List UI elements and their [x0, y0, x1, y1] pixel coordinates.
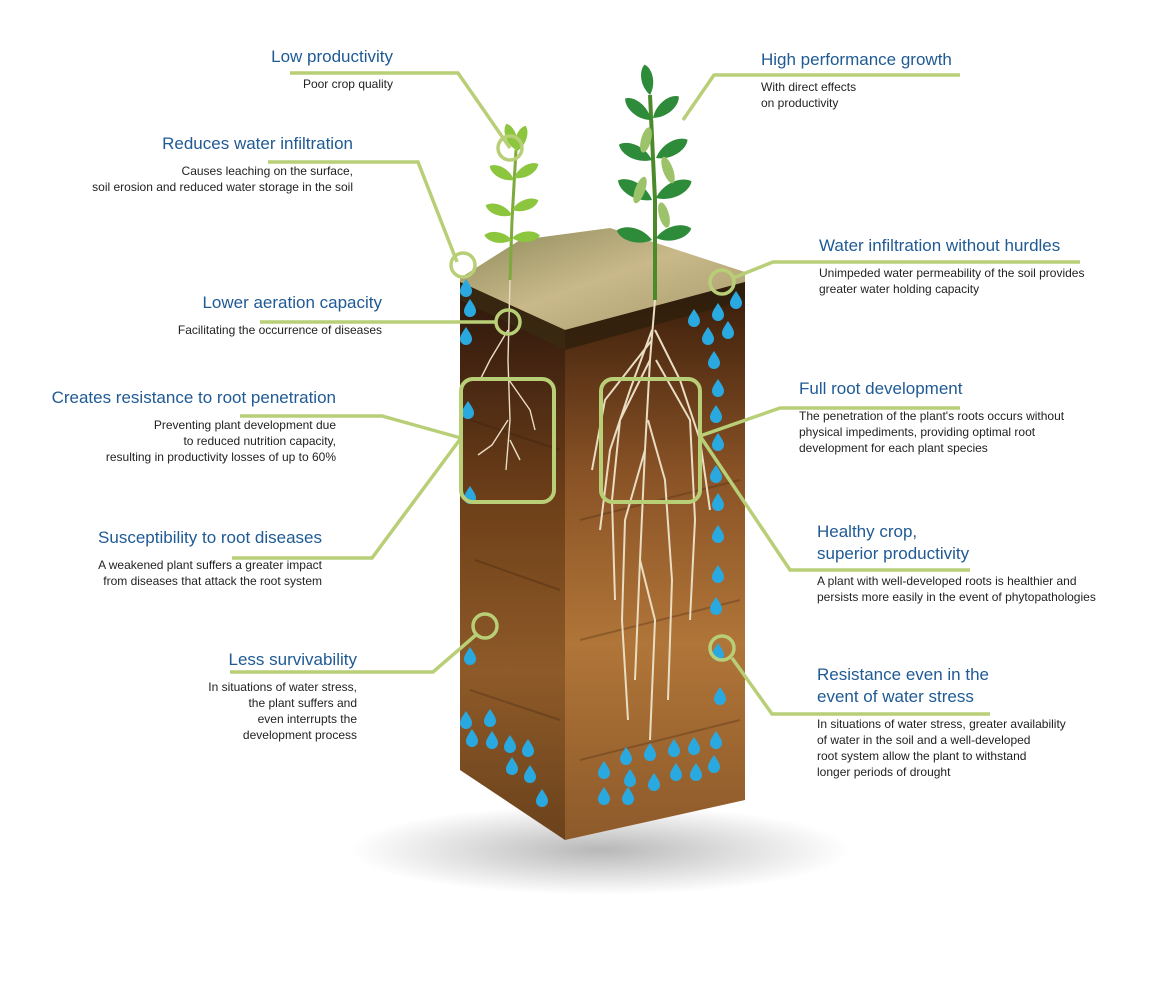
lower-aeration-desc: Facilitating the occurrence of diseases — [177, 323, 382, 337]
root-resistance-title: Creates resistance to root penetration — [51, 388, 336, 407]
label-root-resistance: Creates resistance to root penetration P… — [52, 387, 336, 465]
label-low-productivity: Low productivity Poor crop quality — [271, 46, 393, 92]
root-diseases-desc: A weakened plant suffers a greater impac… — [98, 558, 322, 572]
water-stress-title: Resistance even in the — [817, 665, 989, 684]
full-root-desc: The penetration of the plant's roots occ… — [799, 409, 1065, 423]
root-diseases-title: Susceptibility to root diseases — [98, 528, 322, 547]
highlight-box-icon — [599, 377, 702, 504]
low-productivity-desc: Poor crop quality — [302, 77, 393, 91]
full-root-desc: development for each plant species — [799, 441, 988, 455]
grass-top — [460, 228, 745, 330]
low-productivity-title: Low productivity — [271, 47, 393, 66]
healthy-crop-title: Healthy crop, — [817, 522, 918, 541]
root-resistance-desc: resulting in productivity losses of up t… — [105, 450, 336, 464]
root-resistance-desc: to reduced nutrition capacity, — [183, 434, 336, 448]
high-performance-desc: on productivity — [761, 96, 839, 110]
weak-plant — [483, 121, 541, 281]
label-less-survivability: Less survivability In situations of wate… — [208, 649, 357, 743]
ground-shadow — [350, 805, 850, 895]
healthy-crop-desc: A plant with well-developed roots is hea… — [817, 574, 1077, 588]
water-stress-desc: of water in the soil and a well-develope… — [817, 733, 1031, 747]
label-healthy-crop: Healthy crop, superior productivity A pl… — [817, 521, 1096, 605]
leader-lines — [230, 71, 1080, 716]
water-infiltration-title: Water infiltration without hurdles — [819, 236, 1061, 255]
healthy-plant — [614, 63, 695, 300]
high-performance-title: High performance growth — [761, 50, 952, 69]
healthy-crop-title: superior productivity — [817, 544, 970, 563]
water-infiltration-desc: Unimpeded water permeability of the soil… — [819, 266, 1085, 280]
label-water-infiltration: Water infiltration without hurdles Unimp… — [819, 235, 1084, 297]
water-stress-desc: In situations of water stress, greater a… — [817, 717, 1066, 731]
less-survivability-desc: In situations of water stress, — [208, 680, 357, 694]
root-icon — [591, 299, 711, 741]
full-root-title: Full root development — [799, 379, 963, 398]
less-survivability-desc: the plant suffers and — [248, 696, 357, 710]
water-stress-desc: longer periods of drought — [817, 765, 951, 779]
water-infiltration-desc: greater water holding capacity — [819, 282, 980, 296]
root-diseases-desc: from diseases that attack the root syste… — [103, 574, 322, 588]
root-resistance-desc: Preventing plant development due — [153, 418, 336, 432]
full-root-desc: physical impediments, providing optimal … — [799, 425, 1036, 439]
less-survivability-desc: even interrupts the — [257, 712, 357, 726]
lower-aeration-title: Lower aeration capacity — [202, 293, 382, 312]
reduces-infiltration-desc: soil erosion and reduced water storage i… — [92, 180, 353, 194]
reduces-infiltration-title: Reduces water infiltration — [162, 134, 353, 153]
label-high-performance: High performance growth With direct effe… — [761, 49, 952, 111]
water-stress-desc: root system allow the plant to withstand — [817, 749, 1027, 763]
highlight-circle-icon — [449, 134, 736, 662]
water-stress-title: event of water stress — [817, 687, 974, 706]
label-water-stress: Resistance even in the event of water st… — [817, 664, 1066, 780]
label-reduces-infiltration: Reduces water infiltration Causes leachi… — [92, 133, 353, 195]
healthy-crop-desc: persists more easily in the event of phy… — [817, 590, 1096, 604]
label-full-root: Full root development The penetration of… — [799, 378, 1064, 456]
less-survivability-title: Less survivability — [228, 650, 358, 669]
label-root-diseases: Susceptibility to root diseases A weaken… — [98, 527, 322, 589]
less-survivability-desc: development process — [242, 728, 357, 742]
high-performance-desc: With direct effects — [761, 80, 857, 94]
soil-left-face — [460, 278, 565, 840]
reduces-infiltration-desc: Causes leaching on the surface, — [181, 164, 353, 178]
label-lower-aeration: Lower aeration capacity Facilitating the… — [178, 292, 382, 338]
root-icon — [477, 279, 536, 471]
